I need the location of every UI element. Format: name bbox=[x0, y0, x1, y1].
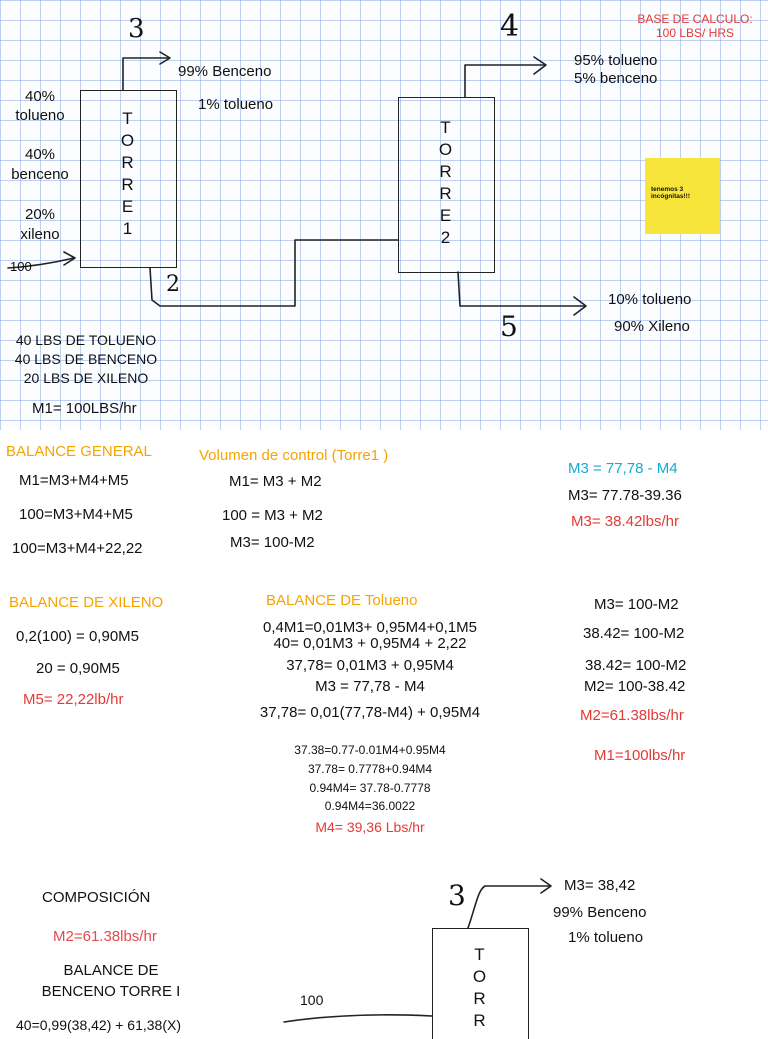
composicion-title: COMPOSICIÓN bbox=[42, 889, 151, 906]
benceno-balance-title-1: BALANCE DE bbox=[63, 962, 159, 979]
stream5-arrowhead bbox=[573, 296, 587, 316]
feed-lbs-tolueno: 40 LBS DE TOLUENO bbox=[15, 332, 157, 348]
stream3-line bbox=[122, 57, 169, 91]
tower-2-box bbox=[398, 97, 495, 273]
tolueno-step-3: 0.94M4= 37.78-0.7778 bbox=[309, 781, 431, 795]
sticky-note: tenemos 3 incógnitas!!! bbox=[645, 158, 720, 234]
base-calc-title: BASE DE CALCULO: bbox=[637, 12, 753, 26]
feed-benceno-label: benceno bbox=[11, 166, 69, 183]
stream3-arrowhead bbox=[159, 51, 171, 65]
m2-calc-line-3: 38.42= 100-M2 bbox=[585, 657, 687, 674]
bottom-stream3-arrowhead bbox=[540, 878, 552, 894]
bottom-tower-label: T O R R bbox=[472, 945, 487, 1030]
m2-calc-line-2: 38.42= 100-M2 bbox=[583, 625, 685, 642]
balance-tolueno-line-5: 37,78= 0,01(77,78-M4) + 0,95M4 bbox=[259, 704, 481, 721]
stream4-arrowhead bbox=[533, 56, 547, 75]
balance-general-title: BALANCE GENERAL bbox=[6, 443, 152, 460]
tolueno-step-4: 0.94M4=36.0022 bbox=[324, 799, 416, 813]
bottom-tolueno: 1% tolueno bbox=[568, 929, 644, 946]
tolueno-step-1: 37.38=0.77-0.01M4+0.95M4 bbox=[294, 743, 446, 757]
balance-xileno-line-2: 20 = 0,90M5 bbox=[36, 660, 120, 677]
feed-lbs-benceno: 40 LBS DE BENCENO bbox=[14, 351, 158, 367]
top2-benceno: 5% benceno bbox=[574, 70, 658, 87]
top2-tolueno: 95% tolueno bbox=[574, 52, 658, 69]
balance-tolueno-title: BALANCE DE Tolueno bbox=[266, 592, 418, 609]
control-volume-line-2: 100 = M3 + M2 bbox=[222, 507, 323, 524]
bottom2-tolueno: 10% tolueno bbox=[608, 291, 692, 308]
m3-calc-line-2: M3= 77.78-39.36 bbox=[568, 487, 682, 504]
feed-number: 100 bbox=[10, 259, 32, 274]
composicion-m2: M2=61.38lbs/hr bbox=[53, 928, 157, 945]
bottom-feed-number: 100 bbox=[300, 992, 324, 1008]
m1-label: M1= 100LBS/hr bbox=[32, 400, 137, 417]
m2-calc-result: M2=61.38lbs/hr bbox=[580, 707, 684, 724]
feed-xileno-label: xileno bbox=[20, 226, 60, 243]
feed-tolueno-label: tolueno bbox=[15, 107, 65, 124]
tower-2-label: T O R R E 2 bbox=[438, 118, 453, 247]
base-calc-value: 100 LBS/ HRS bbox=[655, 26, 735, 40]
stream4-number: 4 bbox=[500, 9, 520, 44]
control-volume-line-1: M1= M3 + M2 bbox=[229, 473, 322, 490]
m3-calc-result: M3= 38.42lbs/hr bbox=[571, 513, 679, 530]
balance-tolueno-line-3: 37,78= 0,01M3 + 0,95M4 bbox=[286, 657, 454, 674]
bottom-feed-line bbox=[283, 1014, 433, 1023]
bottom2-xileno: 90% Xileno bbox=[614, 318, 690, 335]
top1-benceno: 99% Benceno bbox=[178, 63, 272, 80]
m3-calc-line-1: M3 = 77,78 - M4 bbox=[568, 460, 678, 477]
feed-lbs-xileno: 20 LBS DE XILENO bbox=[23, 370, 149, 386]
feed-line bbox=[7, 257, 75, 269]
stream5-number: 5 bbox=[500, 310, 518, 343]
bottom-tower-box bbox=[432, 928, 529, 1039]
balance-tolueno-line-4: M3 = 77,78 - M4 bbox=[315, 678, 425, 695]
balance-xileno-line-1: 0,2(100) = 0,90M5 bbox=[16, 628, 139, 645]
top1-tolueno: 1% tolueno bbox=[198, 96, 274, 113]
balance-general-line-2: 100=M3+M4+M5 bbox=[19, 506, 133, 523]
tolueno-result: M4= 39,36 Lbs/hr bbox=[315, 819, 425, 835]
balance-general-line-3: 100=M3+M4+22,22 bbox=[12, 540, 143, 557]
tower-1-box bbox=[80, 90, 177, 268]
feed-arrowhead bbox=[63, 251, 76, 266]
bottom-m3: M3= 38,42 bbox=[564, 877, 636, 894]
control-volume-line-3: M3= 100-M2 bbox=[230, 534, 315, 551]
stream5-line bbox=[457, 271, 586, 307]
balance-xileno-result: M5= 22,22lb/hr bbox=[23, 691, 124, 708]
feed-tolueno-pct: 40% bbox=[24, 88, 56, 105]
stream2-number: 2 bbox=[166, 272, 180, 297]
m1-result: M1=100lbs/hr bbox=[594, 747, 686, 764]
benceno-balance-title-2: BENCENO TORRE I bbox=[41, 983, 181, 1000]
grid-paper-background bbox=[0, 0, 768, 430]
tower-1-label: T O R R E 1 bbox=[120, 109, 135, 238]
m2-calc-line-1: M3= 100-M2 bbox=[594, 596, 679, 613]
benceno-balance-equation: 40=0,99(38,42) + 61,38(X) bbox=[16, 1017, 182, 1033]
stream2-line bbox=[149, 239, 399, 307]
sticky-note-text: tenemos 3 incógnitas!!! bbox=[651, 186, 690, 200]
tolueno-step-2: 37.78= 0.7778+0.94M4 bbox=[307, 762, 433, 776]
bottom-stream3-line bbox=[467, 885, 550, 929]
balance-tolueno-line-1: 0,4M1=0,01M3+ 0,95M4+0,1M5 bbox=[263, 619, 477, 636]
bottom-stream3-number: 3 bbox=[448, 879, 466, 912]
bottom-benceno: 99% Benceno bbox=[553, 904, 647, 921]
control-volume-title: Volumen de control (Torre1 ) bbox=[199, 447, 389, 464]
balance-general-line-1: M1=M3+M4+M5 bbox=[19, 472, 129, 489]
stream3-number: 3 bbox=[128, 14, 145, 44]
m2-calc-line-4: M2= 100-38.42 bbox=[584, 678, 686, 695]
feed-benceno-pct: 40% bbox=[24, 146, 56, 163]
feed-xileno-pct: 20% bbox=[24, 206, 56, 223]
balance-xileno-title: BALANCE DE XILENO bbox=[9, 594, 164, 611]
balance-tolueno-line-2: 40= 0,01M3 + 0,95M4 + 2,22 bbox=[273, 635, 467, 652]
stream4-line bbox=[464, 64, 546, 98]
